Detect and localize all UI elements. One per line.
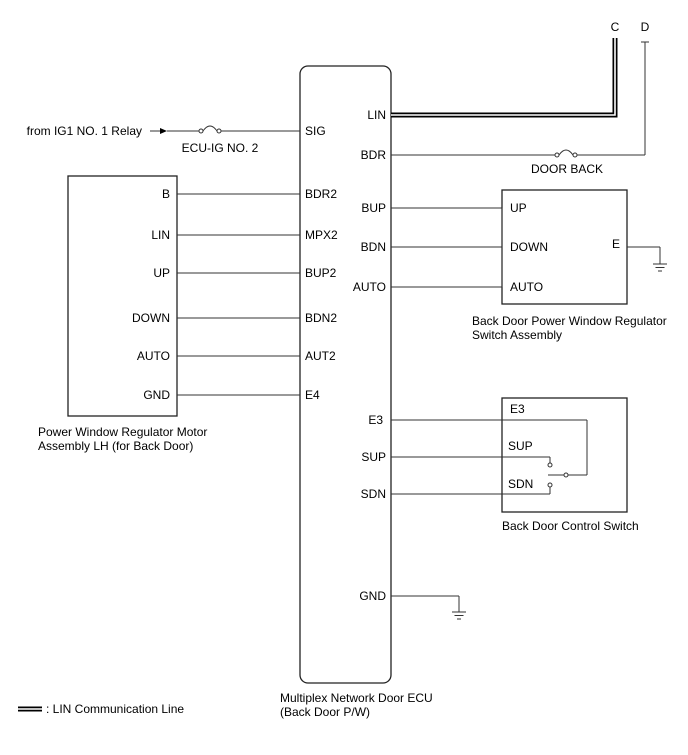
motor-assembly-box — [67, 175, 178, 417]
regulator-switch-name-line1: Back Door Power Window Regulator — [472, 314, 667, 328]
ecu-name-line2: (Back Door P/W) — [280, 705, 370, 719]
motor-pin-down: DOWN — [132, 311, 170, 325]
ecu-name-line1: Multiplex Network Door ECU — [280, 691, 433, 705]
fuse-ecu-ig-symbol — [202, 125, 218, 132]
ecu-pin-mpx2: MPX2 — [305, 228, 338, 242]
regulator-pin-up: UP — [510, 201, 527, 215]
motor-pin-b: B — [162, 187, 170, 201]
switch-sup-contact — [547, 462, 553, 468]
legend-lin-label: : LIN Communication Line — [46, 702, 184, 716]
regulator-pin-e: E — [612, 237, 620, 251]
motor-pin-lin: LIN — [151, 228, 170, 242]
ecu-pin-e3: E3 — [368, 413, 383, 427]
motor-name-line1: Power Window Regulator Motor — [38, 425, 207, 439]
control-switch-name: Back Door Control Switch — [502, 519, 639, 533]
ecu-pin-bup2: BUP2 — [305, 266, 337, 280]
ecu-pin-aut2: AUT2 — [305, 349, 336, 363]
control-pin-sup: SUP — [508, 439, 533, 453]
motor-pin-up: UP — [153, 266, 170, 280]
ecu-pin-bdr2: BDR2 — [305, 187, 337, 201]
ecu-pin-bup: BUP — [361, 201, 386, 215]
ecu-pin-bdn: BDN — [361, 240, 386, 254]
fuse-ecu-ig-label: ECU-IG NO. 2 — [182, 141, 259, 155]
regulator-pin-auto: AUTO — [510, 280, 543, 294]
ecu-pin-sig: SIG — [305, 124, 326, 138]
fuse-ecu-ig-terminal-b — [216, 128, 222, 134]
switch-common-contact — [563, 472, 569, 478]
control-pin-sdn: SDN — [508, 477, 533, 491]
door-ecu-box — [299, 65, 392, 684]
ecu-pin-auto: AUTO — [353, 280, 386, 294]
ecu-pin-gnd: GND — [359, 589, 386, 603]
fuse-door-back-terminal-b — [572, 152, 578, 158]
lin-communication-line — [391, 38, 618, 118]
fuse-door-back-symbol — [558, 149, 574, 156]
ecu-pin-sdn: SDN — [361, 487, 386, 501]
supply-arrow-head — [160, 128, 167, 134]
connector-d-label: D — [641, 20, 650, 34]
ecu-pin-lin: LIN — [367, 108, 386, 122]
control-pin-e3: E3 — [510, 402, 525, 416]
control-switch-box — [501, 397, 628, 513]
switch-sdn-contact — [547, 482, 553, 488]
fuse-door-back-label: DOOR BACK — [531, 162, 603, 176]
connector-c-label: C — [611, 20, 620, 34]
regulator-switch-name-line2: Switch Assembly — [472, 328, 562, 342]
regulator-switch-box — [501, 189, 628, 305]
ecu-pin-bdr: BDR — [361, 148, 387, 162]
fuse-ecu-ig-terminal-a — [198, 128, 204, 134]
ecu-pin-sup: SUP — [361, 450, 386, 464]
fuse-door-back-terminal-a — [554, 152, 560, 158]
motor-name-line2: Assembly LH (for Back Door) — [38, 439, 193, 453]
motor-pin-gnd: GND — [143, 388, 170, 402]
regulator-pin-down: DOWN — [510, 240, 548, 254]
motor-pin-auto: AUTO — [137, 349, 170, 363]
supply-source-label: from IG1 NO. 1 Relay — [27, 124, 142, 138]
lin-line-center — [391, 38, 616, 116]
ecu-pin-e4: E4 — [305, 388, 320, 402]
ecu-pin-bdn2: BDN2 — [305, 311, 337, 325]
